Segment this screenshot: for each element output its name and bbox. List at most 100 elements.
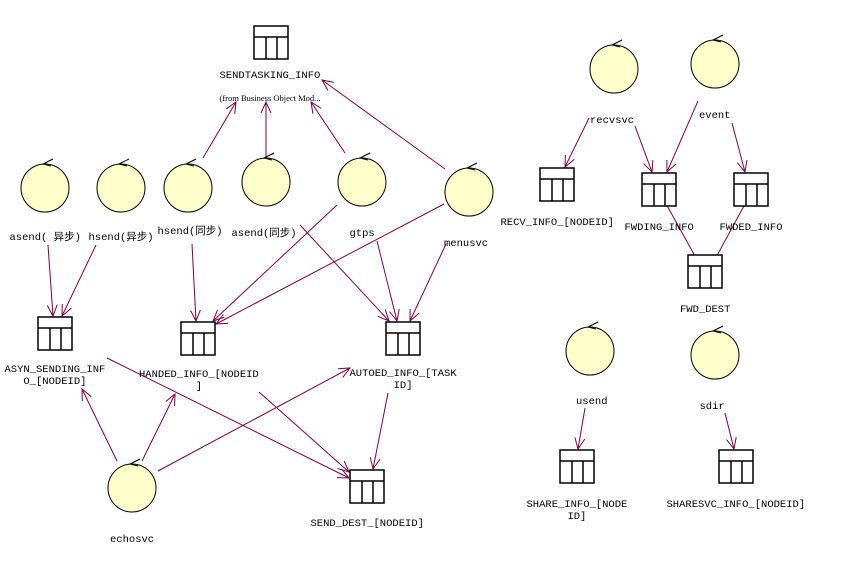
control-node-event[interactable] xyxy=(690,34,740,89)
table-icon xyxy=(539,167,575,202)
dependency-edge-echosvc-to-autoed[interactable] xyxy=(157,368,350,472)
dependency-edge-gtps-to-sendtasking[interactable] xyxy=(311,102,346,154)
dependency-edge-menusvc-to-autoed[interactable] xyxy=(410,243,447,321)
dependency-edge-gtps-to-autoed[interactable] xyxy=(376,240,397,321)
control-circle-icon xyxy=(337,157,387,207)
dependency-edge-autoed-to-send_dest[interactable] xyxy=(373,392,389,469)
control-node-menusvc[interactable] xyxy=(444,162,494,217)
entity-label-sendtasking: SENDTASKING_INFO xyxy=(219,70,321,82)
control-node-asend_async[interactable] xyxy=(20,158,70,213)
control-label-asend_async: asend( 异步) xyxy=(9,232,81,244)
dependency-edge-echosvc-to-handed[interactable] xyxy=(141,394,175,462)
control-arrow-icon xyxy=(128,458,141,467)
entity-node-fwded[interactable] xyxy=(733,172,769,207)
entity-label-fwd_dest: FWD_DEST xyxy=(680,304,731,316)
control-circle-icon xyxy=(20,163,70,213)
entity-label-send_dest: SEND_DEST_[NODEID] xyxy=(310,518,424,530)
table-icon xyxy=(559,449,595,484)
control-node-hsend_async[interactable] xyxy=(96,158,146,213)
control-node-gtps[interactable] xyxy=(337,152,387,207)
entity-node-fwding[interactable] xyxy=(641,172,677,207)
entity-label-handed: HANDED_INFO_[NODEID ] xyxy=(139,369,259,393)
control-arrow-icon xyxy=(358,152,371,161)
control-arrow-icon xyxy=(711,34,724,43)
dependency-edge-recvsvc-to-fwding[interactable] xyxy=(634,125,652,172)
control-circle-icon xyxy=(107,463,157,513)
dependency-edge-asend_sync-to-autoed[interactable] xyxy=(299,224,389,321)
dependency-edge-asyn_sending-to-send_dest[interactable] xyxy=(106,357,349,478)
entity-node-send_dest[interactable] xyxy=(349,469,385,504)
control-label-menusvc: menusvc xyxy=(444,238,489,250)
entity-node-fwd_dest[interactable] xyxy=(687,254,723,289)
control-node-echosvc[interactable] xyxy=(107,458,157,513)
dependency-edge-menusvc-to-handed[interactable] xyxy=(216,203,445,324)
control-arrow-icon xyxy=(117,158,130,167)
control-arrow-icon xyxy=(41,158,54,167)
control-node-recvsvc[interactable] xyxy=(589,39,639,94)
control-node-hsend_sync[interactable] xyxy=(163,158,213,213)
dependency-edge-hsend_sync-to-sendtasking[interactable] xyxy=(202,102,236,159)
control-arrow-icon xyxy=(262,152,275,161)
entity-node-sendtasking[interactable] xyxy=(253,25,289,60)
entity-label-sharesvc_info: SHARESVC_INFO_[NODEID] xyxy=(666,499,806,511)
control-label-event: event xyxy=(699,110,731,122)
control-arrow-icon xyxy=(465,162,478,171)
control-node-sdir[interactable] xyxy=(690,325,740,380)
dependency-edge-sdir-to-sharesvc_info[interactable] xyxy=(724,412,734,449)
control-label-hsend_sync: hsend(同步) xyxy=(157,226,223,238)
control-arrow-icon xyxy=(586,321,599,330)
entity-label-recv_info: RECV_INFO_[NODEID] xyxy=(500,217,614,229)
control-node-asend_sync[interactable] xyxy=(241,152,291,207)
table-icon xyxy=(37,316,73,351)
dependency-edge-menusvc-to-sendtasking[interactable] xyxy=(322,80,446,170)
control-label-echosvc: echosvc xyxy=(110,534,155,546)
control-circle-icon xyxy=(96,163,146,213)
table-icon xyxy=(180,321,216,356)
dependency-edge-handed-to-send_dest[interactable] xyxy=(258,391,349,472)
control-label-sdir: sdir xyxy=(699,401,725,413)
dependency-edge-event-to-fwded[interactable] xyxy=(731,122,745,172)
entity-label-asyn_sending: ASYN_SENDING_INF O_[NODEID] xyxy=(4,364,106,388)
nodes-layer xyxy=(20,25,769,513)
table-icon xyxy=(687,254,723,289)
control-circle-icon xyxy=(565,326,615,376)
control-circle-icon xyxy=(163,163,213,213)
control-label-hsend_async: hsend(异步) xyxy=(88,232,154,244)
entity-label-fwded: FWDED_INFO xyxy=(719,222,783,234)
dependency-edge-asend_async-to-asyn_sending[interactable] xyxy=(48,244,53,316)
control-circle-icon xyxy=(690,39,740,89)
table-icon xyxy=(349,469,385,504)
entity-node-asyn_sending[interactable] xyxy=(37,316,73,351)
control-circle-icon xyxy=(690,330,740,380)
dependency-edge-gtps-to-handed[interactable] xyxy=(213,204,338,321)
table-icon xyxy=(718,449,754,484)
table-icon xyxy=(733,172,769,207)
table-icon xyxy=(641,172,677,207)
entity-sublabel-sendtasking: (from Business Object Mod... xyxy=(219,93,321,103)
dependency-edge-event-to-fwding[interactable] xyxy=(667,100,699,172)
entity-label-fwding: FWDING_INFO xyxy=(624,222,694,234)
control-arrow-icon xyxy=(610,39,623,48)
control-circle-icon xyxy=(589,44,639,94)
control-circle-icon xyxy=(241,157,291,207)
entity-label-autoed: AUTOED_INFO_[TASK ID] xyxy=(349,368,457,392)
dependency-edge-recvsvc-to-recv_info[interactable] xyxy=(565,117,590,167)
entity-label-share_info: SHARE_INFO_[NODE ID] xyxy=(526,499,628,523)
entity-node-handed[interactable] xyxy=(180,321,216,356)
control-label-gtps: gtps xyxy=(349,228,375,240)
control-arrow-icon xyxy=(184,158,197,167)
control-node-usend[interactable] xyxy=(565,321,615,376)
control-label-asend_sync: asend(同步) xyxy=(231,228,297,240)
dependency-edge-hsend_async-to-asyn_sending[interactable] xyxy=(62,244,97,316)
table-icon xyxy=(253,25,289,60)
dependency-edge-hsend_sync-to-handed[interactable] xyxy=(192,243,196,321)
dependency-edge-usend-to-share_info[interactable] xyxy=(578,407,586,449)
entity-node-share_info[interactable] xyxy=(559,449,595,484)
entity-node-recv_info[interactable] xyxy=(539,167,575,202)
entity-node-sharesvc_info[interactable] xyxy=(718,449,754,484)
control-label-recvsvc: recvsvc xyxy=(590,115,635,127)
dependency-edge-echosvc-to-asyn_sending[interactable] xyxy=(82,389,118,462)
control-arrow-icon xyxy=(711,325,724,334)
entity-node-autoed[interactable] xyxy=(385,321,421,356)
